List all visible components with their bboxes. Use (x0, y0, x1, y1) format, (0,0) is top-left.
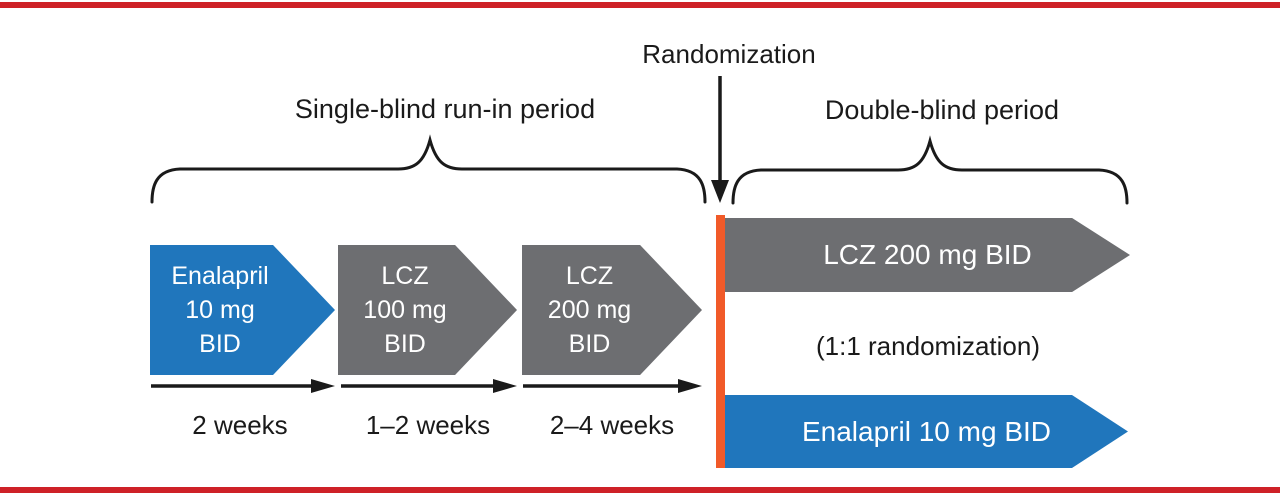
arm-enalapril-arrow: Enalapril 10 mg BID (725, 395, 1128, 468)
arm-enalapril-label: Enalapril 10 mg BID (801, 415, 1051, 447)
timeline-arrow-3-icon (523, 379, 702, 393)
timeline-arrow-2-icon (341, 379, 517, 393)
double-blind-period-label: Double-blind period (824, 95, 1060, 125)
step-text-line: LCZ (565, 262, 614, 290)
run-in-step-enalapril-label: Enalapril 10 mg BID (150, 259, 335, 361)
step-text-line: LCZ (381, 262, 429, 290)
randomization-bar (716, 215, 725, 468)
randomization-ratio-label: (1:1 randomization) (816, 331, 1040, 361)
double-blind-brace-icon (731, 135, 1129, 205)
step-text-line: BID (384, 330, 426, 358)
duration-label-3: 2–4 weeks (549, 410, 675, 440)
run-in-period-label: Single-blind run-in period (294, 94, 596, 124)
duration-label-1: 2 weeks (192, 410, 288, 440)
step-text-line: BID (199, 330, 241, 358)
randomization-label: Randomization (642, 39, 816, 69)
randomization-down-arrow-icon (711, 76, 729, 203)
step-text-line: 10 mg (185, 296, 255, 324)
step-text-line: 200 mg (547, 296, 632, 324)
duration-label-2: 1–2 weeks (365, 410, 491, 440)
run-in-step-lcz200-label: LCZ 200 mg BID (522, 259, 702, 361)
step-text-line: 100 mg (363, 296, 447, 324)
step-text-line: Enalapril (171, 262, 269, 290)
run-in-brace-icon (150, 134, 707, 204)
timeline-arrow-1-icon (151, 379, 335, 393)
arm-lcz200-label: LCZ 200 mg BID (823, 239, 1032, 270)
run-in-step-lcz100-label: LCZ 100 mg BID (338, 259, 517, 361)
arm-lcz200-arrow: LCZ 200 mg BID (725, 218, 1130, 292)
step-text-line: BID (568, 330, 611, 358)
bottom-border-rule (0, 487, 1280, 493)
top-border-rule (0, 2, 1280, 8)
